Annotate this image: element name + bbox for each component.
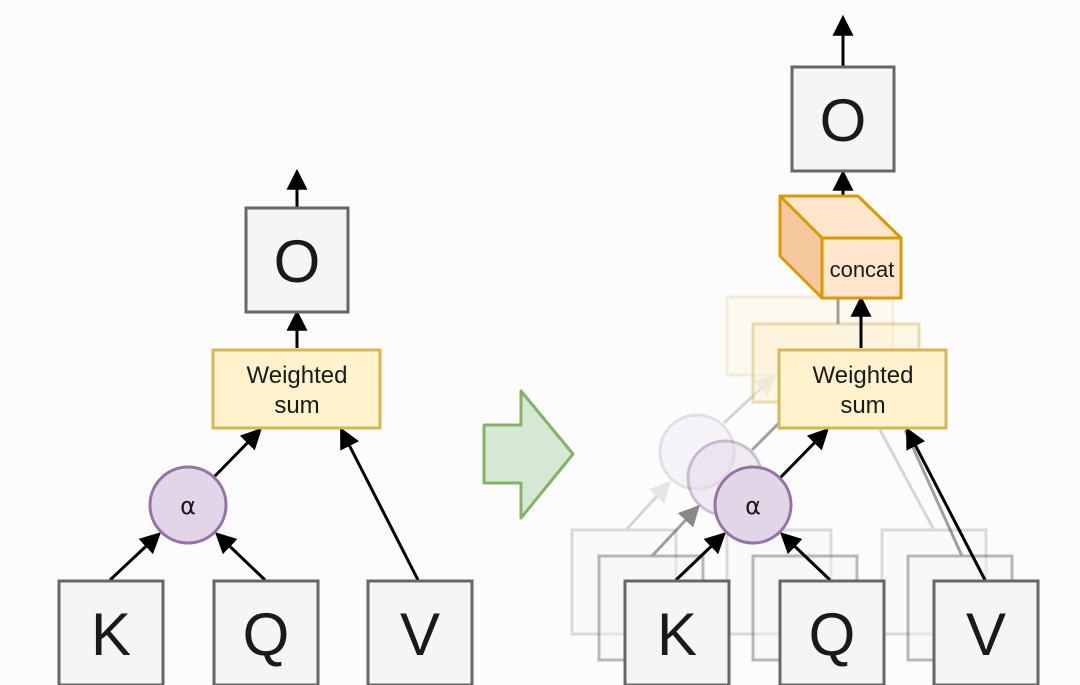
weighted-sum-box: Weighted sum (211, 348, 382, 430)
input-box-k: K (57, 579, 165, 685)
mh-input-label-k: K (657, 601, 697, 668)
edge-q-to-alpha (214, 532, 267, 582)
multi-head-attention: O concat Weighted sum α K Q (570, 14, 1040, 685)
alpha-label: α (180, 492, 196, 520)
mh-input-box-v: V (932, 579, 1040, 685)
concat-label: concat (830, 257, 895, 282)
mh-weighted-sum-box: Weighted sum (777, 348, 948, 430)
edge-v-to-sum (340, 427, 420, 581)
concat-cube: concat (778, 194, 903, 300)
mh-input-box-q: Q (778, 579, 886, 685)
input-label-v: V (400, 601, 440, 668)
input-box-q: Q (212, 579, 320, 685)
single-head-attention: O Weighted sum α K Q V (57, 168, 474, 685)
mh-alpha-node: α (713, 465, 793, 545)
input-box-v: V (366, 579, 474, 685)
mh-alpha-label: α (745, 492, 761, 520)
alpha-node: α (148, 465, 228, 545)
weighted-sum-label-line1: Weighted (247, 362, 348, 389)
input-label-k: K (91, 601, 131, 668)
edge-k-to-alpha (108, 532, 162, 582)
edge-alpha-to-sum (211, 427, 262, 480)
input-label-q: Q (243, 601, 290, 668)
mh-weighted-sum-label-line1: Weighted (813, 362, 914, 389)
transition-arrow-icon (482, 389, 575, 520)
mh-edge-q-to-alpha (779, 532, 832, 582)
mh-edge-v-to-sum (906, 427, 987, 581)
mh-edge-k-to-alpha (674, 532, 727, 582)
mh-edge-alpha-to-sum (778, 427, 829, 480)
mh-input-label-q: Q (809, 601, 856, 668)
mh-output-label: O (820, 87, 867, 154)
weighted-sum-label-line2: sum (274, 392, 319, 419)
output-box: O (244, 206, 350, 314)
output-label: O (274, 228, 321, 295)
mh-input-box-k: K (623, 579, 731, 685)
mh-weighted-sum-label-line2: sum (840, 392, 885, 419)
mh-output-box: O (790, 65, 896, 173)
mh-input-label-v: V (966, 601, 1006, 668)
